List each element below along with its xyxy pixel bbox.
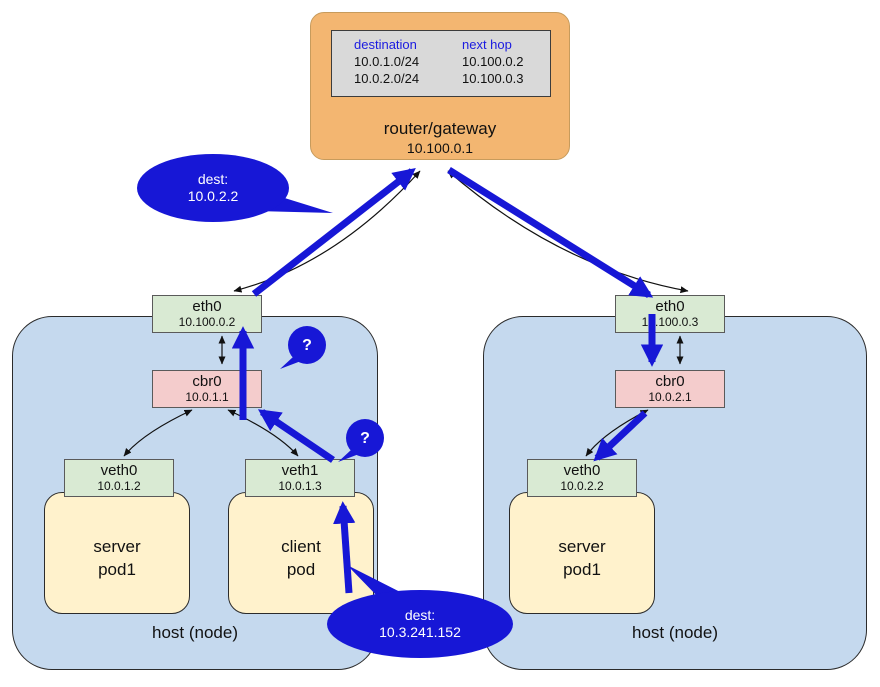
left-veth0-box: veth0 10.0.1.2	[64, 459, 174, 497]
client-pod-box: client pod	[228, 492, 374, 614]
left-veth1-box: veth1 10.0.1.3	[245, 459, 355, 497]
iface-ip: 10.0.1.1	[185, 390, 229, 404]
callout-dest-left-text: dest: 10.0.2.2	[138, 171, 288, 205]
routing-table-header-destination: destination	[354, 37, 417, 52]
right-server-pod-box: server pod1	[509, 492, 655, 614]
iface-ip: 10.100.0.3	[641, 315, 699, 329]
pod-label-line: pod1	[98, 560, 136, 579]
callout-line: 10.3.241.152	[379, 624, 461, 640]
left-eth0-box: eth0 10.100.0.2	[152, 295, 262, 333]
callout-line: dest:	[197, 171, 229, 187]
router-gateway-box: destination next hop 10.0.1.0/24 10.100.…	[310, 12, 570, 160]
host-label: host (node)	[632, 623, 718, 642]
callout-line: dest:	[404, 607, 436, 623]
routing-table-cell: 10.100.0.2	[462, 54, 524, 69]
iface-ip: 10.0.1.3	[278, 479, 322, 493]
connector-router-right-eth0	[447, 170, 689, 294]
routing-table-cell: 10.0.1.0/24	[354, 54, 420, 69]
question-mark-text: ?	[302, 337, 312, 354]
pod-label-line: pod1	[563, 560, 601, 579]
router-ip: 10.100.0.1	[406, 140, 474, 156]
routing-table-cell: 10.0.2.0/24	[354, 71, 420, 86]
routing-table-header-next-hop: next hop	[462, 37, 512, 52]
pod-label-line: pod	[286, 560, 316, 579]
iface-ip: 10.0.1.2	[97, 479, 141, 493]
routing-table: destination next hop 10.0.1.0/24 10.100.…	[331, 30, 551, 97]
pod-label-line: server	[93, 537, 141, 556]
left-cbr0-box: cbr0 10.0.1.1	[152, 370, 262, 408]
routing-table-cell: 10.100.0.3	[462, 71, 524, 86]
iface-ip: 10.0.2.2	[560, 479, 604, 493]
callout-dest-bottom-text: dest: 10.3.241.152	[327, 607, 513, 641]
iface-name: eth0	[192, 298, 222, 315]
iface-name: cbr0	[192, 373, 222, 390]
iface-ip: 10.100.0.2	[178, 315, 236, 329]
iface-name: veth0	[563, 462, 601, 479]
question-mark-text: ?	[360, 430, 370, 447]
iface-name: eth0	[655, 298, 685, 315]
iface-ip: 10.0.2.1	[648, 390, 692, 404]
iface-name: cbr0	[655, 373, 685, 390]
pod-label-line: client	[281, 537, 321, 556]
right-eth0-box: eth0 10.100.0.3	[615, 295, 725, 333]
right-veth0-box: veth0 10.0.2.2	[527, 459, 637, 497]
host-label: host (node)	[152, 623, 238, 642]
pod-label-line: server	[558, 537, 606, 556]
iface-name: veth1	[281, 462, 319, 479]
left-server-pod-box: server pod1	[44, 492, 190, 614]
iface-name: veth0	[100, 462, 138, 479]
router-label: router/gateway	[383, 119, 497, 138]
packet-arrow-router-eth0	[447, 167, 654, 298]
callout-line: 10.0.2.2	[187, 188, 239, 204]
right-cbr0-box: cbr0 10.0.2.1	[615, 370, 725, 408]
routing-table-row: 10.0.1.0/24 10.100.0.2	[354, 53, 550, 70]
routing-table-row: 10.0.2.0/24 10.100.0.3	[354, 70, 550, 87]
